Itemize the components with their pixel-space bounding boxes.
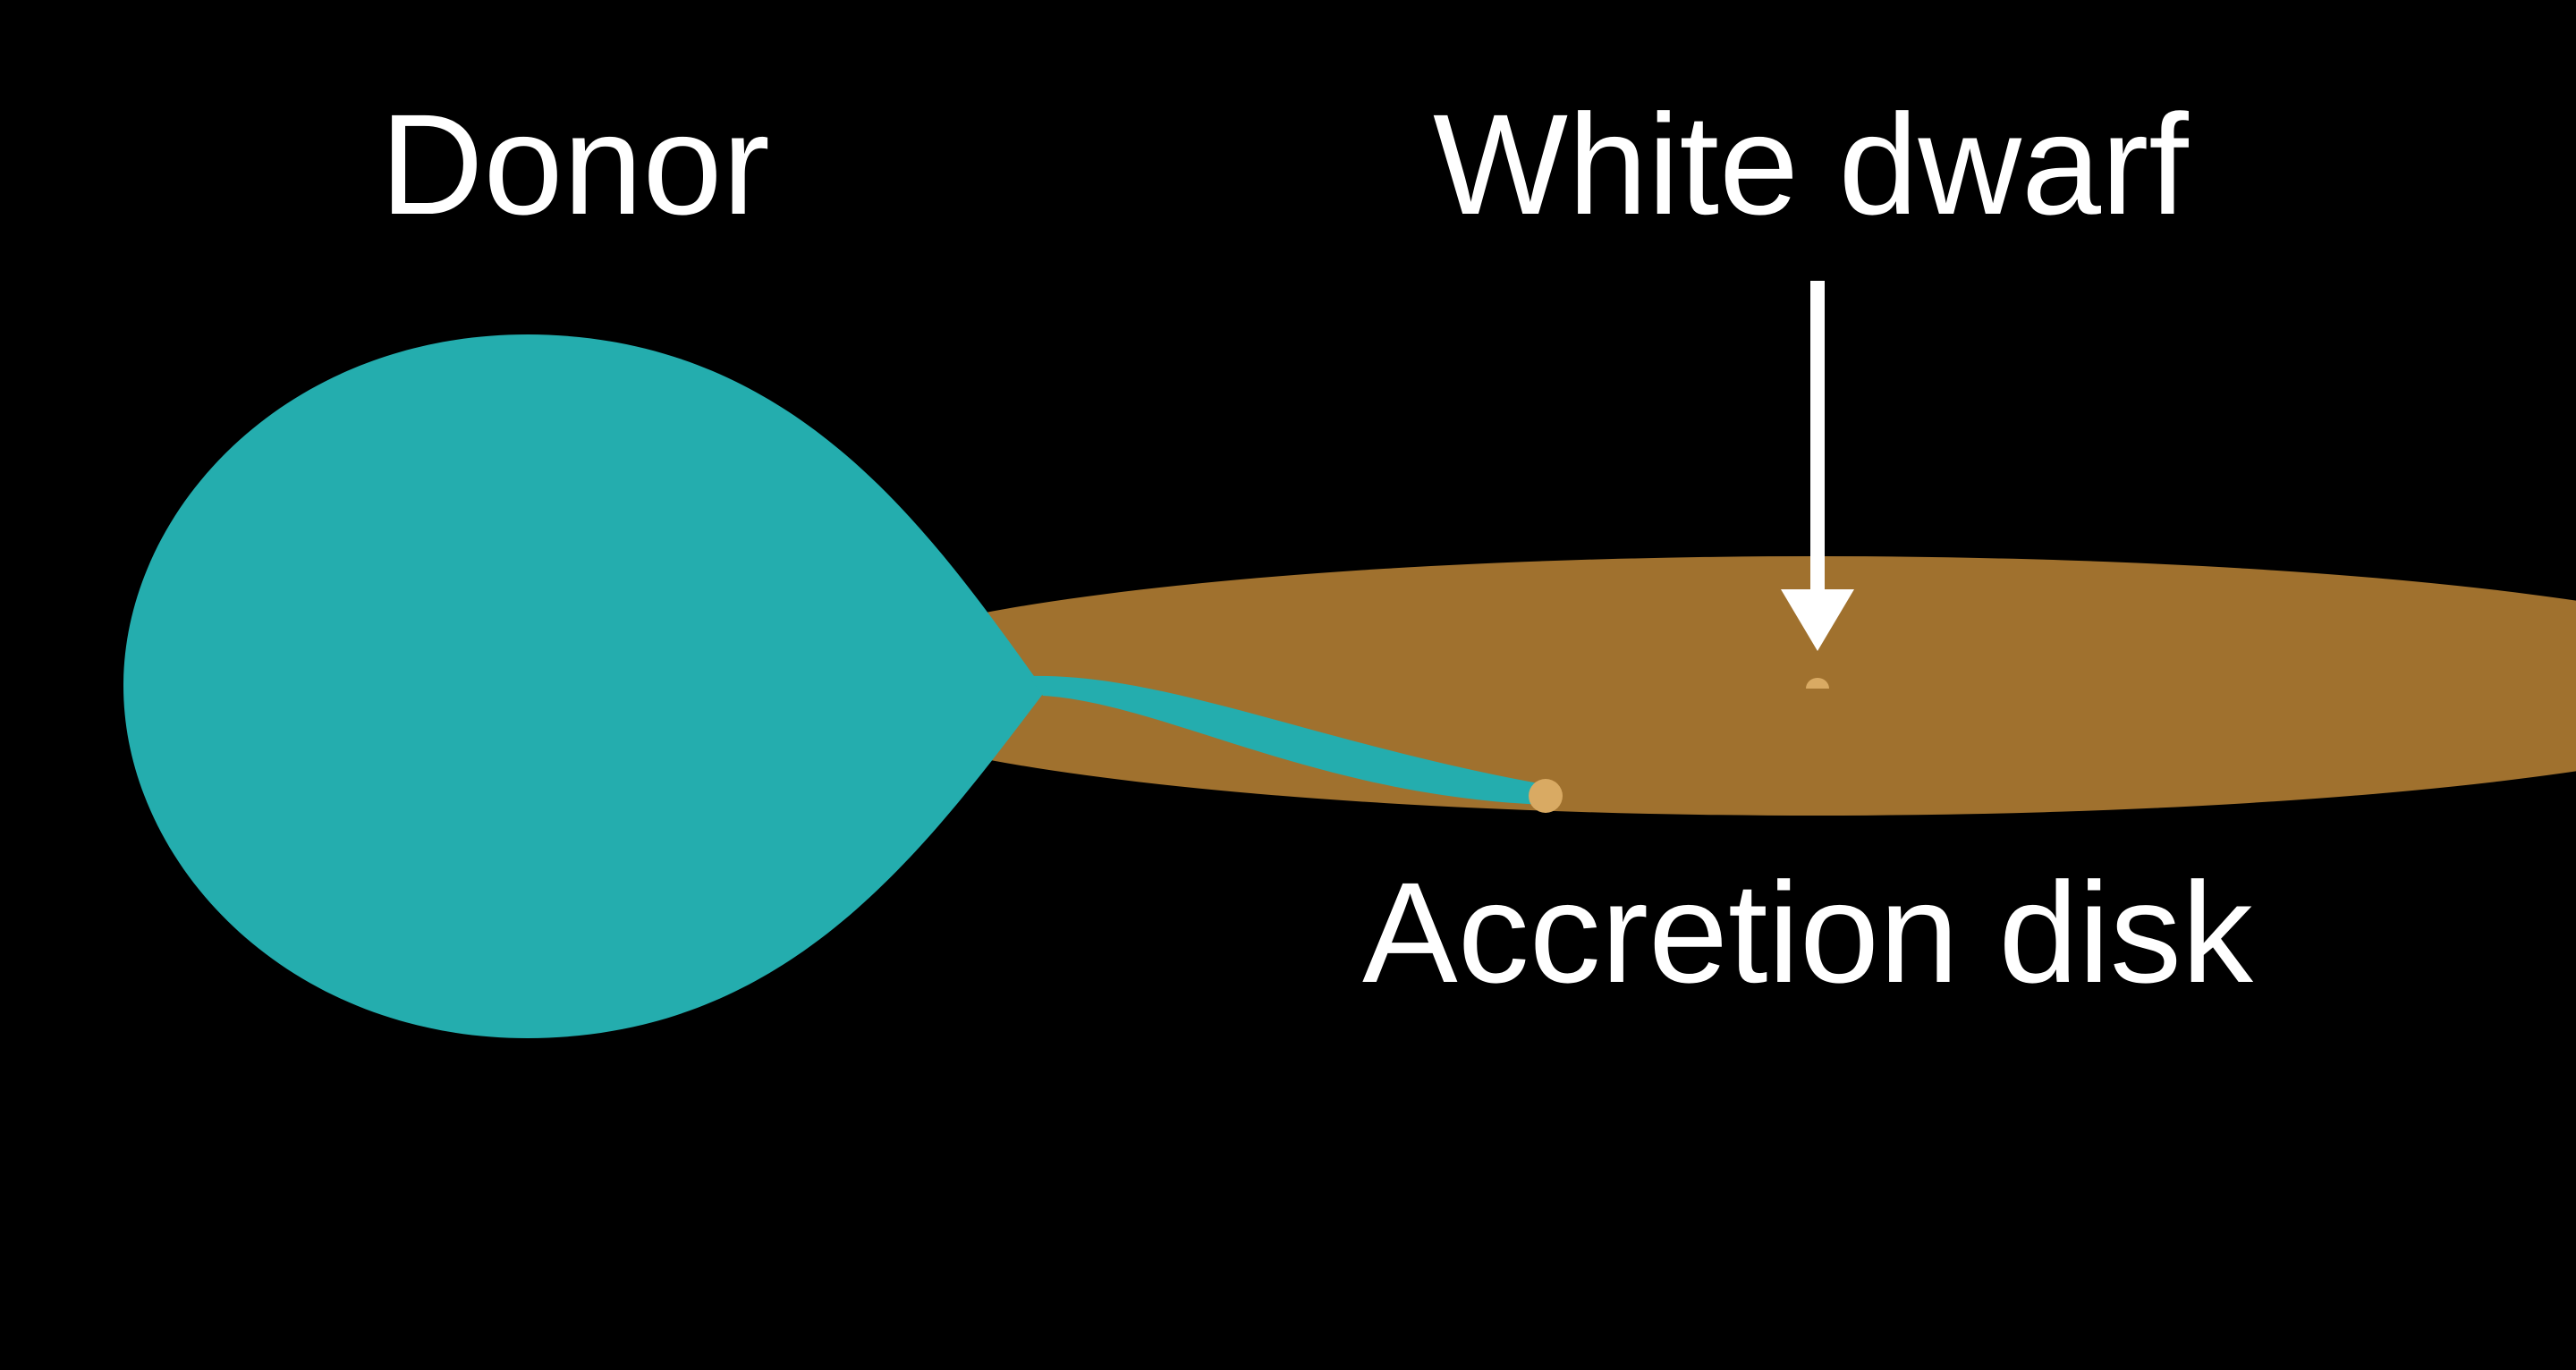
donor-label: Donor: [380, 84, 770, 244]
down-arrow-icon: [1781, 281, 1854, 651]
white-dwarf-label: White dwarf: [1433, 84, 2189, 244]
accretion-disk: [809, 556, 2576, 816]
white-dwarf: [1806, 678, 1829, 689]
mass-transfer-stream: [1029, 675, 1546, 805]
hot-spot: [1529, 779, 1563, 813]
arrow-shaft: [1810, 281, 1825, 594]
accretion-disk-label: Accretion disk: [1362, 852, 2254, 1012]
arrow-head: [1781, 589, 1854, 651]
donor-star: [123, 334, 1043, 1038]
